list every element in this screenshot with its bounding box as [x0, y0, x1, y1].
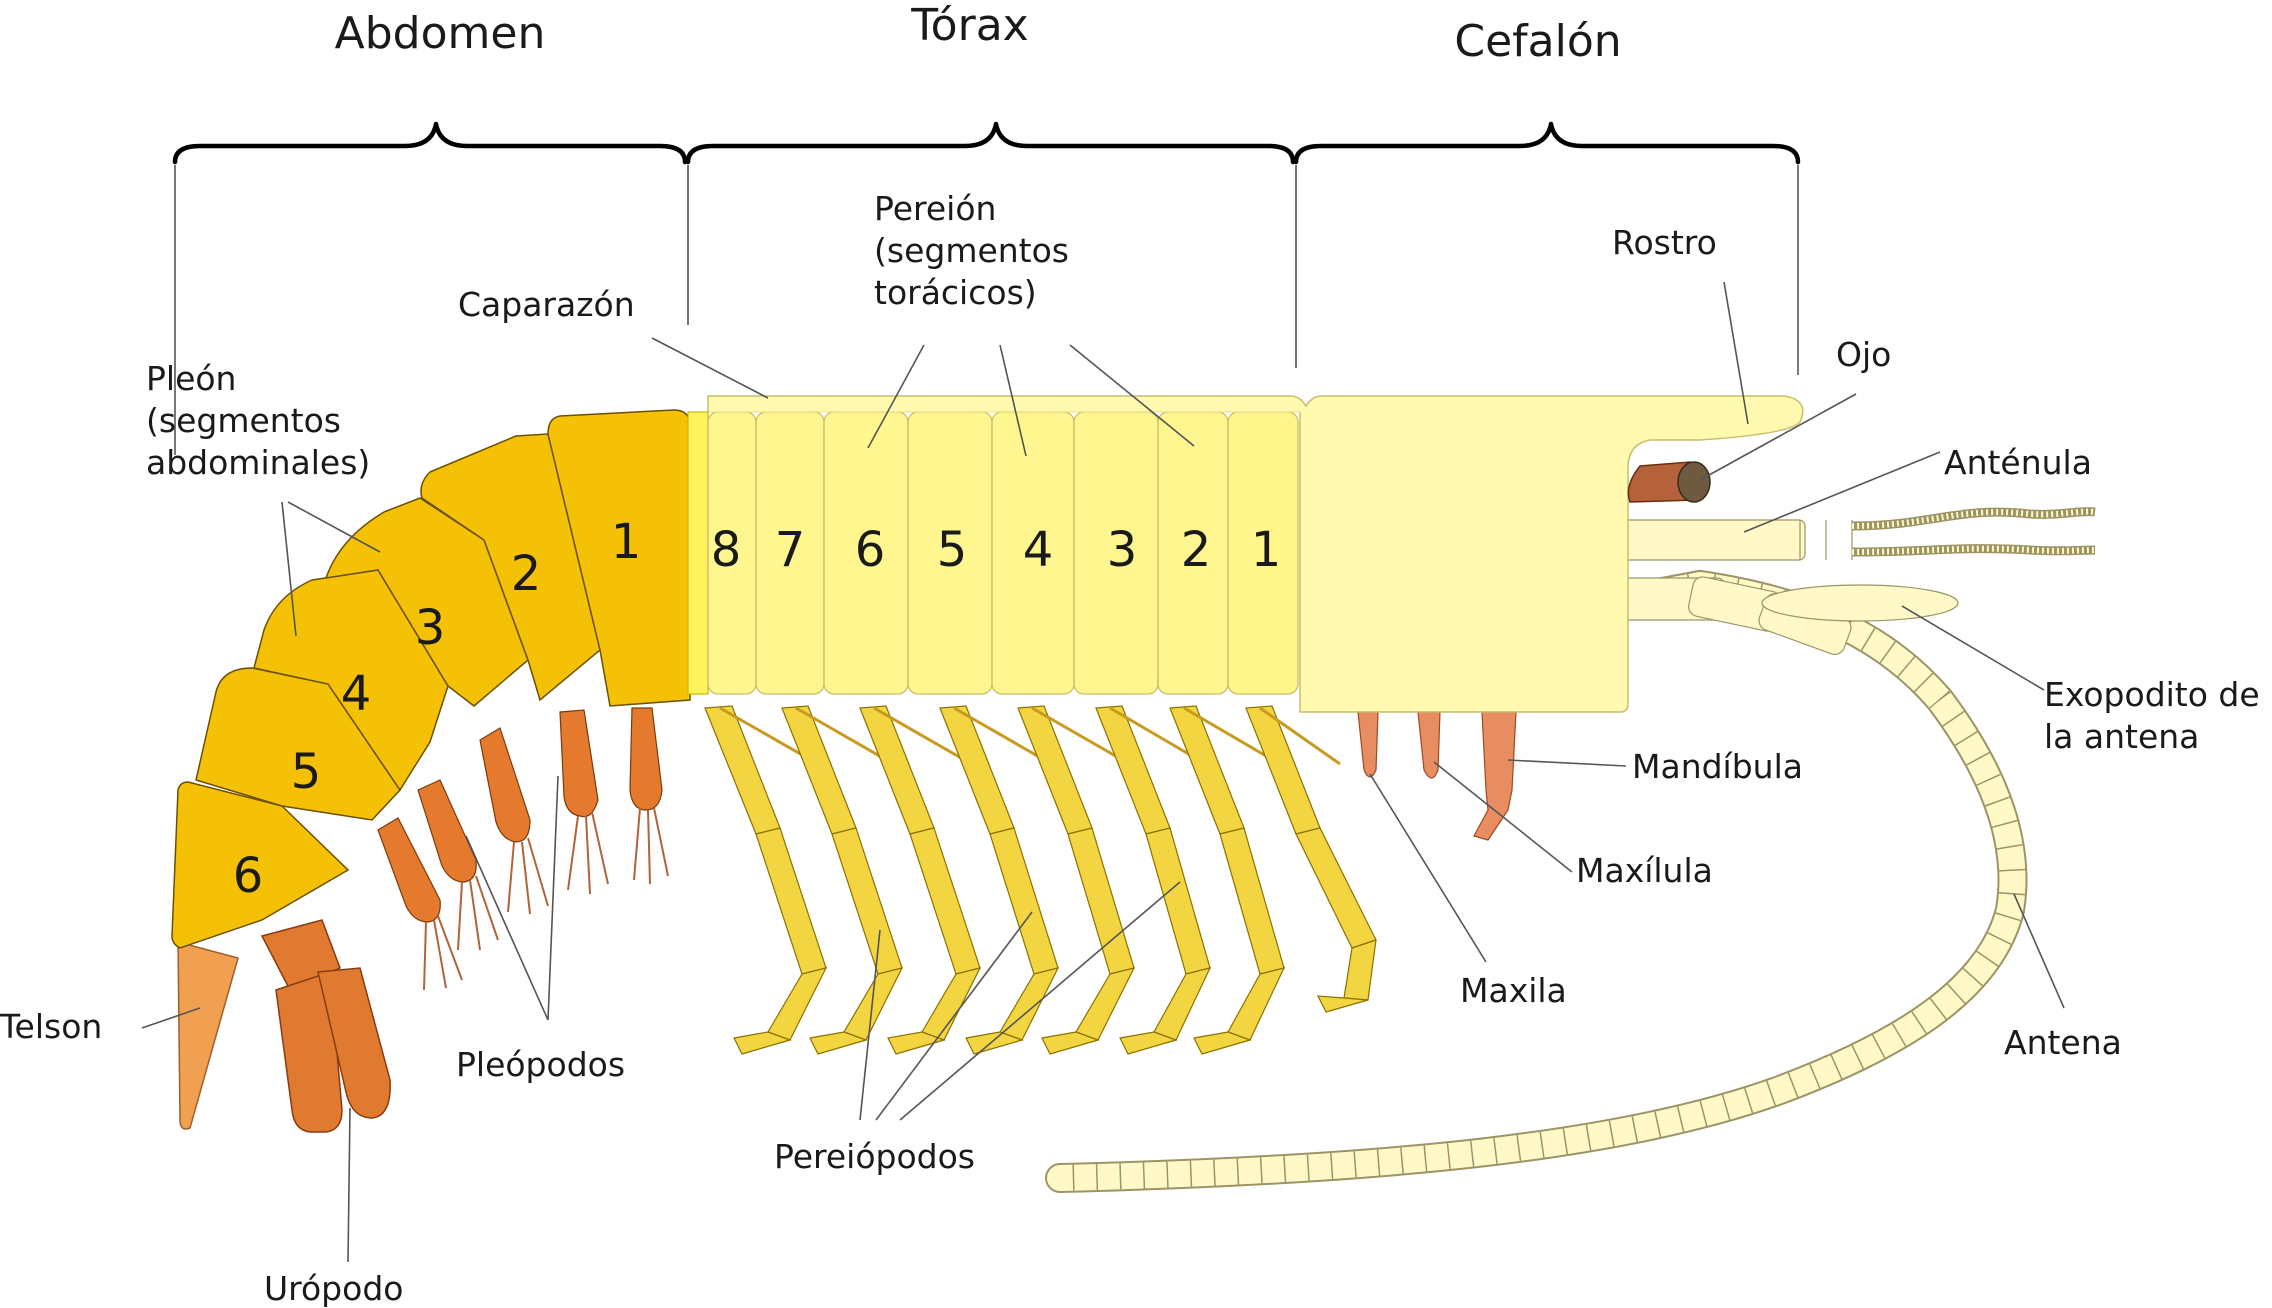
abdominal-segment-4	[253, 569, 449, 792]
abdominal-numbers: 1 2 3 4 5 6	[233, 514, 642, 904]
antenna-flagellum	[1045, 569, 2028, 1193]
pleopod-5	[377, 817, 463, 991]
region-title-abdomen: Abdomen	[335, 8, 546, 59]
label-pleon-line-2: (segmentos	[146, 401, 341, 440]
label-mandibula: Mandíbula	[1632, 747, 1803, 786]
abdominal-segment-5	[195, 667, 401, 821]
label-pereion-line-3: torácicos)	[874, 273, 1037, 312]
pereiopod-8	[704, 705, 833, 1055]
pereiopod-1	[1245, 705, 1377, 1013]
abdominal-segment-6	[171, 781, 350, 949]
thoracic-number-6: 6	[855, 522, 886, 578]
abdominal-number-3: 3	[415, 600, 446, 656]
pereiopod-6	[859, 705, 983, 1055]
label-rostro: Rostro	[1612, 223, 1717, 262]
pereiopod-2	[1169, 705, 1291, 1055]
label-uropodo: Urópodo	[264, 1269, 403, 1308]
thoracic-numbers: 8 7 6 5 4 3 2 1	[711, 522, 1282, 578]
label-exopodito-line-2: la antena	[2044, 717, 2199, 756]
label-pleon-line-1: Pleón	[146, 359, 236, 398]
thoracic-number-7: 7	[775, 522, 806, 578]
pleopod-3	[479, 727, 549, 915]
label-maxila: Maxila	[1460, 971, 1567, 1010]
maxilla-appendage	[1357, 711, 1379, 778]
thorax-segments	[687, 411, 1299, 695]
thoracic-number-4: 4	[1023, 522, 1054, 578]
carapace-shape	[707, 395, 1804, 713]
abdominal-number-4: 4	[341, 666, 372, 722]
label-exopodito-line-1: Exopodito de	[2044, 675, 2260, 714]
pereiopod-4	[1017, 705, 1141, 1055]
abdominal-segment-1	[547, 409, 691, 707]
label-pleopodos: Pleópodos	[456, 1045, 625, 1084]
thoracic-number-3: 3	[1107, 522, 1138, 578]
antennule	[1614, 507, 2096, 561]
thoracic-number-2: 2	[1181, 522, 1212, 578]
label-antena: Antena	[2004, 1023, 2122, 1062]
region-braces	[172, 121, 1801, 455]
label-maxilula: Maxílula	[1576, 851, 1713, 890]
abdominal-number-2: 2	[511, 546, 542, 602]
antennae	[1045, 507, 2096, 1193]
telson-shape	[177, 941, 239, 1130]
pleopod-1	[629, 707, 669, 885]
leader-lines	[141, 281, 2065, 1263]
abdominal-number-6: 6	[233, 848, 264, 904]
label-pereiopodos: Pereiópodos	[774, 1137, 975, 1176]
label-antenula: Anténula	[1944, 443, 2092, 482]
abdominal-number-1: 1	[611, 514, 642, 570]
label-caparazon: Caparazón	[458, 285, 635, 324]
pereiopod-3	[1095, 705, 1217, 1055]
label-pereion-line-1: Pereión	[874, 189, 996, 228]
abdomen-brace	[172, 121, 688, 165]
uropod	[260, 919, 391, 1133]
torax-brace	[685, 121, 1296, 165]
label-telson: Telson	[0, 1007, 102, 1046]
thoracic-number-5: 5	[937, 522, 968, 578]
label-ojo: Ojo	[1836, 335, 1891, 374]
thoracic-number-1: 1	[1251, 522, 1282, 578]
cefalon-brace	[1293, 121, 1801, 165]
pleopods	[377, 707, 669, 991]
carapace	[707, 395, 1804, 713]
pereiopods	[704, 705, 1377, 1055]
maxillule-appendage	[1417, 711, 1441, 779]
pleopod-2	[559, 709, 609, 895]
thoracic-number-8: 8	[711, 522, 742, 578]
region-title-torax: Tórax	[910, 0, 1028, 51]
eye	[1627, 461, 1711, 503]
label-pleon-line-3: abdominales)	[146, 443, 370, 482]
region-title-cefalon: Cefalón	[1454, 16, 1621, 67]
pereiopod-7	[781, 705, 905, 1055]
thoracic-band	[687, 411, 709, 695]
mandible-appendage	[1473, 711, 1517, 841]
abdominal-number-5: 5	[291, 744, 322, 800]
antenna-exopodite	[1761, 584, 1959, 622]
pleopod-4	[417, 779, 499, 951]
mouthparts	[1357, 711, 1517, 841]
label-pereion-line-2: (segmentos	[874, 231, 1069, 270]
